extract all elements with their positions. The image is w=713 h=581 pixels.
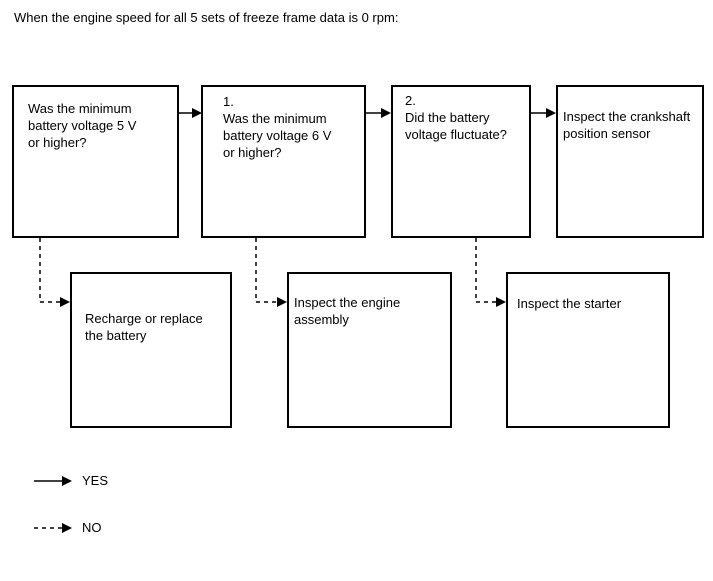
flow-node-inspect-crankshaft-sensor: Inspect the crankshaft position sensor [556,85,704,238]
flow-node-recharge-battery: Recharge or replace the battery [70,272,232,428]
no-arrow-2 [255,238,287,307]
legend-yes-arrow-icon [34,476,72,486]
node-label: Recharge or replace the battery [85,311,203,343]
no-arrow-3 [475,238,506,307]
step-number: 2. [405,93,416,108]
legend-no-arrow-icon [34,523,72,533]
flow-node-question-voltage-fluctuate: 2. Did the battery voltage fluctuate? [391,85,531,238]
node-label: Was the minimum battery voltage 6 V or h… [223,111,332,160]
flow-node-inspect-starter: Inspect the starter [506,272,670,428]
flow-node-question-battery-6v: 1. Was the minimum battery voltage 6 V o… [201,85,366,238]
node-label: Inspect the starter [517,296,622,311]
yes-arrow-2 [366,108,391,118]
legend-no-label: NO [82,520,102,535]
no-arrow-1 [39,238,70,307]
flow-node-inspect-engine-assembly: Inspect the engine assembly [287,272,452,428]
yes-arrow-1 [179,108,202,118]
node-label: Was the minimum battery voltage 5 V or h… [28,101,137,150]
page-title: When the engine speed for all 5 sets of … [14,10,399,25]
legend-yes-label: YES [82,473,109,488]
node-label: Inspect the engine assembly [294,295,401,327]
node-label: Did the battery voltage fluctuate? [405,110,507,142]
node-label: Inspect the crankshaft position sensor [563,109,691,141]
yes-arrow-3 [531,108,556,118]
step-number: 1. [223,94,234,109]
flow-node-question-battery-5v: Was the minimum battery voltage 5 V or h… [12,85,179,238]
